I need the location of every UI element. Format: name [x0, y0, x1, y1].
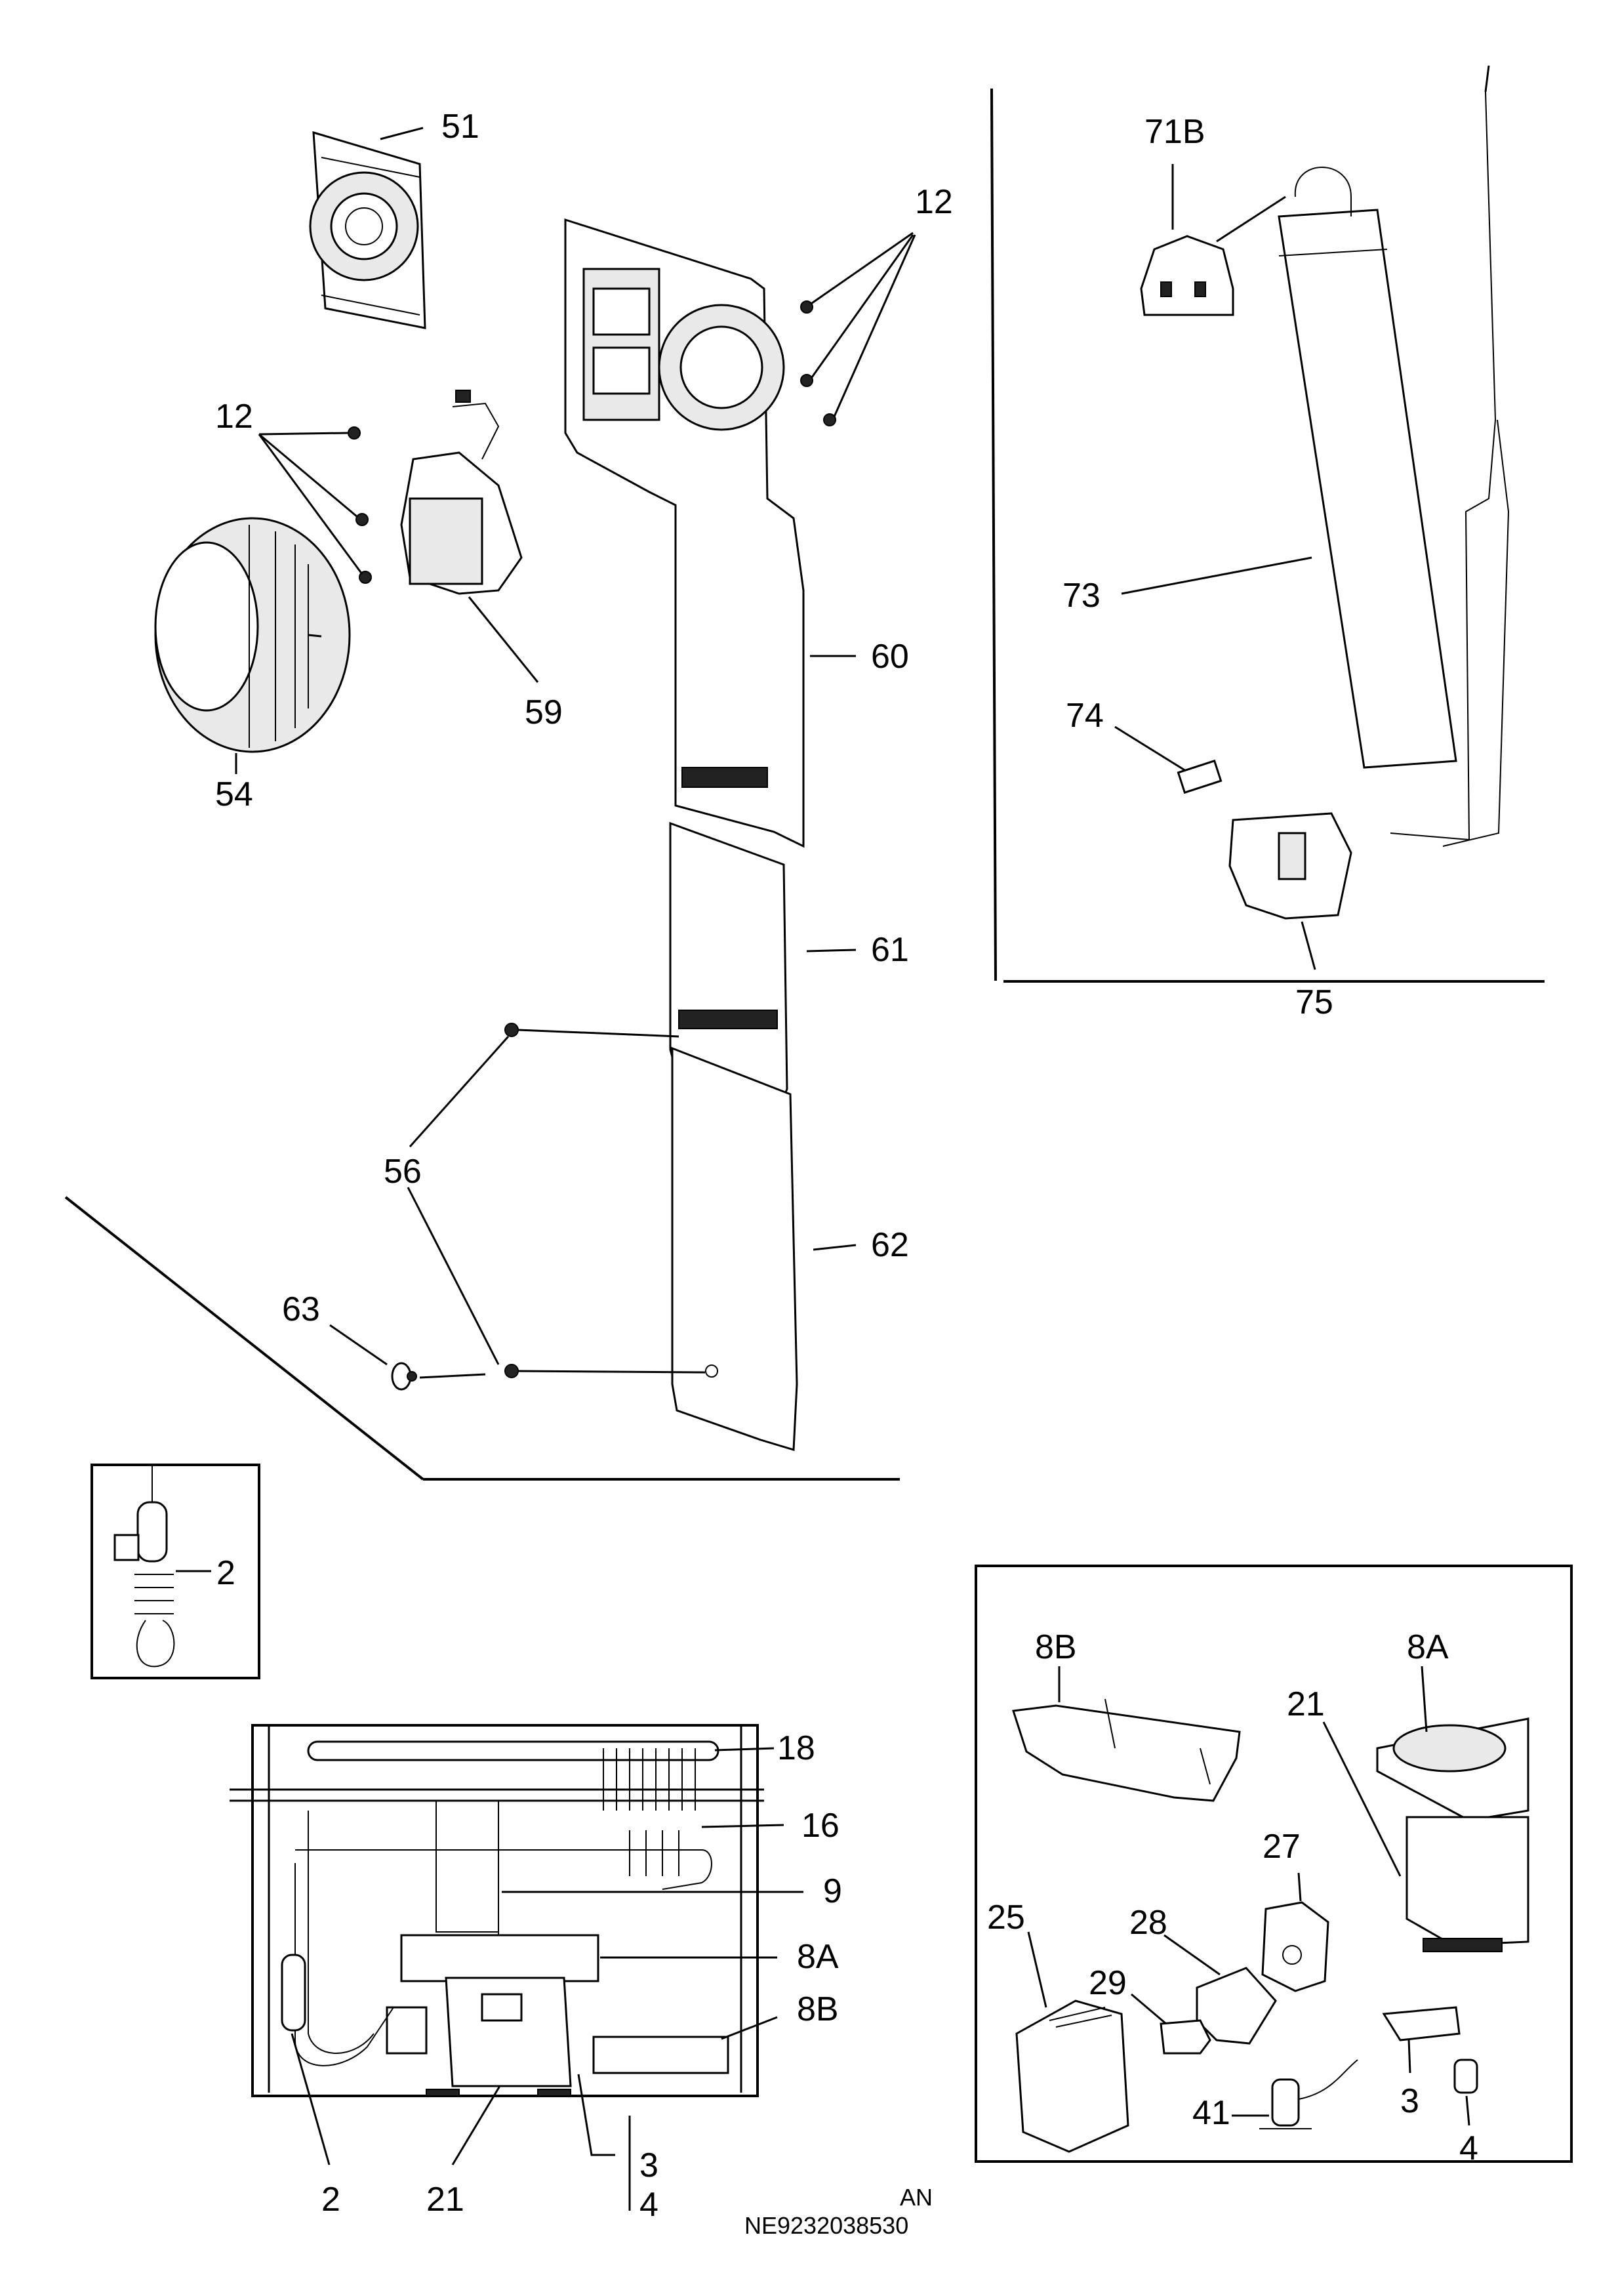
- footer-lang-code: AN: [900, 2184, 933, 2211]
- label-12-top: 12: [915, 183, 953, 221]
- label-2-inset: 2: [216, 1554, 235, 1592]
- label-21-box: 21: [1287, 1685, 1325, 1723]
- label-21-bottom: 21: [426, 2181, 464, 2219]
- label-27: 27: [1263, 1828, 1301, 1866]
- relay-27-part: [1261, 1901, 1329, 1992]
- compressor-8a-part: [1376, 1717, 1529, 1952]
- label-8b-box: 8B: [1035, 1628, 1077, 1666]
- label-29: 29: [1089, 1964, 1127, 2002]
- label-8a-comp: 8A: [797, 1938, 839, 1976]
- label-63: 63: [282, 1290, 320, 1328]
- label-2-bottom: 2: [321, 2181, 340, 2219]
- plug-74-part: [1177, 759, 1223, 794]
- bracket-3-part: [1382, 2006, 1461, 2041]
- label-51: 51: [441, 108, 479, 146]
- label-4-box: 4: [1459, 2129, 1478, 2167]
- label-60: 60: [871, 638, 909, 676]
- label-62: 62: [871, 1226, 909, 1264]
- inset-sensor-frame: [91, 1464, 260, 1679]
- screw-set-left: [348, 426, 372, 584]
- screw-56-lower: [504, 1364, 519, 1378]
- fan-wheel-part: [154, 517, 351, 753]
- label-71b: 71B: [1144, 113, 1205, 151]
- label-61: 61: [871, 931, 909, 969]
- label-28: 28: [1129, 1904, 1167, 1942]
- overload-28-part: [1196, 1967, 1277, 2045]
- label-8b-comp: 8B: [797, 1990, 839, 2028]
- label-59: 59: [525, 693, 563, 731]
- grommet-4-part: [1453, 2059, 1478, 2094]
- label-12-left: 12: [215, 398, 253, 436]
- screw-56-upper: [504, 1023, 519, 1037]
- label-18: 18: [777, 1729, 815, 1767]
- fan-grille-part: [309, 131, 426, 329]
- label-8a-box: 8A: [1407, 1628, 1449, 1666]
- label-54: 54: [215, 775, 253, 813]
- label-4-bottom: 4: [639, 2186, 658, 2224]
- clip-63: [391, 1362, 417, 1391]
- lower-panel-part: [671, 1046, 798, 1451]
- holder-75-part: [1228, 812, 1352, 920]
- bracket-71b-part: [1140, 235, 1234, 316]
- middle-panel-part: [669, 821, 788, 1103]
- label-25: 25: [987, 1898, 1025, 1937]
- electrical-box-frame: [975, 1565, 1573, 2163]
- fan-motor-part: [400, 390, 523, 595]
- divider-lines: [64, 88, 1545, 1481]
- cover-8b-part: [1012, 1698, 1241, 1802]
- label-9: 9: [823, 1872, 842, 1910]
- label-73: 73: [1062, 577, 1101, 615]
- footer-document-code: NE9232038530: [744, 2212, 908, 2239]
- label-41: 41: [1192, 2094, 1230, 2132]
- clip-29-part: [1160, 2019, 1211, 2055]
- label-75: 75: [1295, 983, 1333, 1021]
- label-16: 16: [801, 1807, 839, 1845]
- duct-panel-part: [564, 218, 805, 848]
- compressor-compartment: [230, 1724, 764, 2097]
- evaporator-73-part: [1278, 65, 1510, 847]
- screw-set-top: [800, 300, 836, 426]
- label-3-bottom: 3: [639, 2146, 658, 2184]
- label-3-box: 3: [1400, 2082, 1419, 2120]
- label-74: 74: [1066, 697, 1104, 735]
- label-56: 56: [384, 1153, 422, 1191]
- cover-25-part: [1015, 1999, 1129, 2153]
- capacitor-41-part: [1259, 2059, 1358, 2129]
